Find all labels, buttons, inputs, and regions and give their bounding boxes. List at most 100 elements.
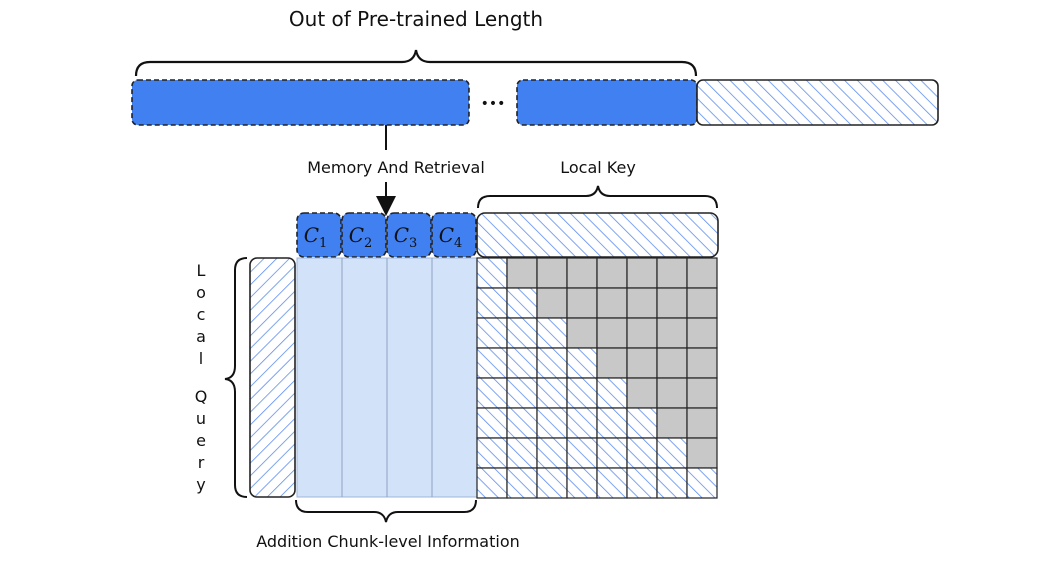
attention-cell-masked bbox=[566, 257, 598, 289]
memory-retrieval-label: Memory And Retrieval bbox=[307, 158, 485, 177]
attention-cell-masked bbox=[656, 257, 688, 289]
chunk-subscript: 3 bbox=[409, 236, 417, 251]
chunk-base: C bbox=[349, 223, 364, 247]
attention-cell-masked bbox=[596, 347, 628, 379]
attention-cell-masked bbox=[686, 377, 718, 409]
local-query-letter: y bbox=[196, 475, 205, 494]
attention-cell-masked bbox=[536, 287, 568, 319]
chunk-subscript: 2 bbox=[364, 236, 372, 251]
attention-cell-masked bbox=[656, 347, 688, 379]
attention-cell-visible bbox=[506, 317, 538, 349]
attention-cell-visible bbox=[626, 437, 658, 469]
chunk-token-box bbox=[386, 212, 432, 258]
attention-cell-masked bbox=[626, 257, 658, 289]
attention-cell-visible bbox=[536, 377, 568, 409]
local-query-letter: c bbox=[197, 305, 206, 324]
attention-cell-visible bbox=[536, 347, 568, 379]
chunk-subscript: 4 bbox=[454, 236, 462, 251]
chunk-token-label: C1 bbox=[304, 223, 328, 251]
attention-cell-masked bbox=[656, 287, 688, 319]
local-query-letter: Q bbox=[195, 387, 208, 406]
attention-cell-visible bbox=[566, 407, 598, 439]
attention-cell-visible bbox=[476, 287, 508, 319]
attention-cell-masked bbox=[626, 347, 658, 379]
attention-cell-visible bbox=[656, 437, 688, 469]
attention-cell-masked bbox=[536, 257, 568, 289]
attention-cell-visible bbox=[566, 377, 598, 409]
local-query-label: L o c a l Q u e r y bbox=[195, 261, 208, 494]
attention-cell-visible bbox=[566, 437, 598, 469]
attention-cell-visible bbox=[536, 437, 568, 469]
attention-cell-visible bbox=[506, 377, 538, 409]
attention-cell-masked bbox=[686, 347, 718, 379]
local-query-brace bbox=[224, 257, 248, 498]
attention-cell-visible bbox=[476, 347, 508, 379]
attention-cell-visible bbox=[536, 407, 568, 439]
attention-grid bbox=[476, 257, 718, 499]
attention-cell-masked bbox=[626, 377, 658, 409]
chunk-token-box bbox=[341, 212, 387, 258]
local-segment bbox=[696, 79, 939, 126]
local-key-bar bbox=[476, 212, 719, 258]
local-key-brace bbox=[477, 185, 718, 209]
chunk-base: C bbox=[394, 223, 409, 247]
attention-cell-visible bbox=[536, 317, 568, 349]
title-label: Out of Pre-trained Length bbox=[289, 7, 543, 31]
attention-cell-masked bbox=[626, 317, 658, 349]
chunk-token-label: C4 bbox=[439, 223, 463, 251]
attention-cell-masked bbox=[686, 317, 718, 349]
attention-cell-visible bbox=[476, 377, 508, 409]
memory-segment-2 bbox=[516, 79, 698, 126]
attention-cell-masked bbox=[596, 287, 628, 319]
chunk-columns bbox=[296, 257, 478, 498]
attention-cell-masked bbox=[656, 317, 688, 349]
attention-cell-visible bbox=[476, 437, 508, 469]
local-query-letter: r bbox=[198, 453, 205, 472]
attention-cell-masked bbox=[596, 317, 628, 349]
attention-cell-visible bbox=[626, 407, 658, 439]
attention-cell-masked bbox=[566, 317, 598, 349]
attention-cell-visible bbox=[626, 467, 658, 499]
attention-cell-visible bbox=[596, 407, 628, 439]
attention-cell-masked bbox=[686, 257, 718, 289]
local-key-label: Local Key bbox=[560, 158, 636, 177]
chunk-token-box bbox=[296, 212, 342, 258]
attention-cell-visible bbox=[506, 437, 538, 469]
attention-cell-visible bbox=[596, 377, 628, 409]
attention-cell-masked bbox=[566, 287, 598, 319]
chunk-subscript: 1 bbox=[319, 236, 327, 251]
attention-cell-visible bbox=[476, 257, 508, 289]
local-query-letter: a bbox=[196, 327, 206, 346]
attention-cell-visible bbox=[476, 467, 508, 499]
long-sequence: ••• bbox=[131, 79, 939, 126]
local-query-letter: u bbox=[196, 409, 206, 428]
attention-cell-masked bbox=[596, 257, 628, 289]
chunk-token-box bbox=[431, 212, 477, 258]
attention-cell-visible bbox=[686, 467, 718, 499]
attention-cell-masked bbox=[656, 377, 688, 409]
attention-cell-visible bbox=[476, 317, 508, 349]
attention-cell-visible bbox=[506, 407, 538, 439]
chunk-token-label: C2 bbox=[349, 223, 373, 251]
chunk-token-label: C3 bbox=[394, 223, 418, 251]
attention-cell-masked bbox=[626, 287, 658, 319]
memory-segment-1 bbox=[131, 79, 470, 126]
attention-cell-masked bbox=[686, 437, 718, 469]
local-query-letter: L bbox=[197, 261, 206, 280]
attention-cell-visible bbox=[506, 347, 538, 379]
attention-cell-visible bbox=[536, 467, 568, 499]
top-brace bbox=[134, 49, 698, 77]
chunk-base: C bbox=[304, 223, 319, 247]
attention-cell-visible bbox=[476, 407, 508, 439]
addition-brace bbox=[295, 499, 477, 523]
attention-cell-masked bbox=[656, 407, 688, 439]
attention-cell-visible bbox=[506, 467, 538, 499]
attention-cell-visible bbox=[596, 437, 628, 469]
attention-cell-masked bbox=[506, 257, 538, 289]
local-query-letter: l bbox=[199, 349, 203, 368]
attention-cell-masked bbox=[686, 287, 718, 319]
attention-cell-visible bbox=[506, 287, 538, 319]
local-query-letter: e bbox=[196, 431, 206, 450]
